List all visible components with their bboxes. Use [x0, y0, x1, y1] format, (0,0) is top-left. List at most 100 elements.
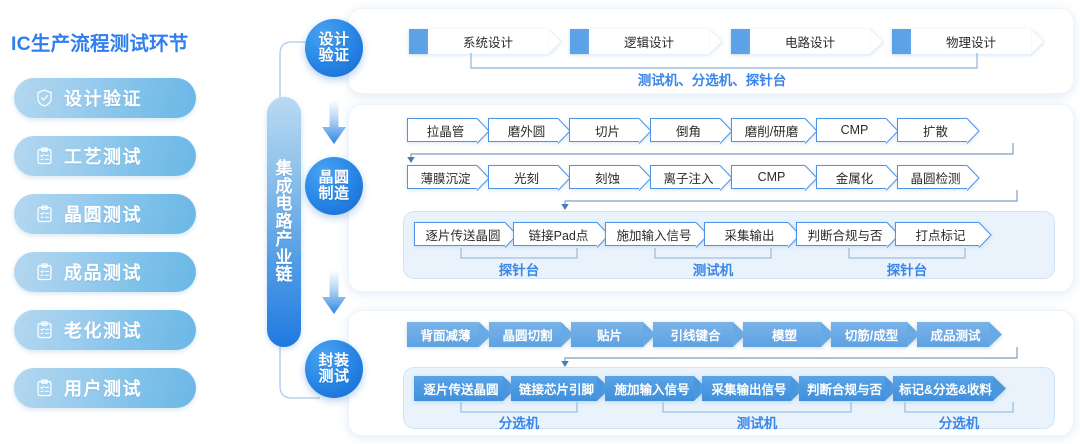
process-step[interactable]: 离子注入: [650, 165, 733, 191]
process-step[interactable]: 切片: [569, 118, 652, 144]
step-label: 引线键合: [670, 329, 721, 343]
sidebar-item-final-test[interactable]: 成品测试: [14, 252, 196, 292]
process-step[interactable]: 光刻: [488, 165, 571, 191]
chain-char: 成: [275, 176, 293, 196]
process-step[interactable]: 逻辑设计: [570, 28, 723, 55]
group-bracket: [460, 402, 578, 413]
process-step[interactable]: 切筋/成型: [831, 322, 920, 347]
final-test-row: 逐片传送晶圆 链接芯片引脚 施加输入信号 采集输出信号 判断合规与否: [414, 376, 1006, 401]
process-step[interactable]: 施加输入信号: [605, 222, 709, 248]
flow-connector: [561, 347, 1018, 367]
process-step[interactable]: 系统设计: [409, 28, 562, 55]
flow-connector: [407, 143, 1014, 163]
process-step[interactable]: 判断合规与否: [799, 376, 898, 401]
stage-circle-wafer-manufacturing[interactable]: 晶圆 制造: [305, 157, 363, 215]
step-label: 金属化: [835, 171, 874, 186]
step-label: 扩散: [922, 124, 948, 139]
step-label: 模塑: [771, 329, 797, 343]
step-marker: [570, 29, 589, 54]
process-step[interactable]: 扩散: [897, 118, 980, 144]
sidebar-item-burnin-test[interactable]: 老化测试: [14, 310, 196, 350]
sidebar-item-label: 工艺测试: [64, 147, 142, 167]
process-step[interactable]: 薄膜沉淀: [407, 165, 490, 191]
process-step[interactable]: 模塑: [743, 322, 834, 347]
process-step[interactable]: 打点标记: [895, 222, 992, 248]
stage-label-line1: 晶圆: [318, 168, 350, 186]
step-label: 系统设计: [462, 36, 513, 50]
process-step[interactable]: 电路设计: [731, 28, 884, 55]
process-step[interactable]: 拉晶管: [407, 118, 490, 144]
clipboard-icon: [37, 147, 52, 165]
process-step[interactable]: 物理设计: [892, 28, 1045, 55]
step-label: 物理设计: [945, 36, 996, 50]
flow-connector: [561, 190, 1018, 210]
sidebar-item-process-test[interactable]: 工艺测试: [14, 136, 196, 176]
step-label: 逐片传送晶圆: [423, 383, 499, 397]
clipboard-icon: [37, 379, 52, 397]
step-label: 磨外圆: [507, 124, 546, 139]
stage-label-line2: 验证: [318, 47, 350, 64]
sidebar-item-label: 老化测试: [64, 321, 142, 341]
step-label: 电路设计: [784, 36, 835, 50]
step-label: CMP: [757, 170, 786, 184]
step-label: 采集输出信号: [711, 383, 787, 397]
step-label: CMP: [840, 123, 869, 137]
step-label: 链接Pad点: [528, 228, 589, 243]
step-label: 施加输入信号: [614, 383, 690, 397]
process-step[interactable]: CMP: [731, 165, 818, 191]
step-label: 判断合规与否: [806, 383, 882, 397]
process-step[interactable]: 判断合规与否: [796, 222, 900, 248]
industry-chain-bar: 集 成 电 路 产 业 链: [267, 97, 301, 347]
stage-label-line2: 制造: [318, 185, 350, 202]
stage-circle-packaging-test[interactable]: 封装 测试: [305, 340, 363, 398]
step-label: 拉晶管: [426, 124, 465, 139]
process-step[interactable]: 引线键合: [653, 322, 746, 347]
process-step[interactable]: 金属化: [816, 165, 899, 191]
sidebar-item-label: 晶圆测试: [64, 205, 142, 225]
step-label: 逻辑设计: [623, 36, 674, 50]
step-label: 判断合规与否: [807, 228, 883, 243]
step-label: 逐片传送晶圆: [425, 228, 501, 243]
step-label: 光刻: [513, 171, 539, 186]
step-label: 晶圆切割: [502, 329, 553, 343]
stage-circle-design-verification[interactable]: 设计 验证: [305, 19, 363, 77]
step-label: 晶圆检测: [910, 171, 961, 186]
packaging-row-1: 背面减薄 晶圆切割 贴片 引线键合 模塑 切筋/成型: [407, 322, 1002, 347]
sidebar-item-user-test[interactable]: 用户测试: [14, 368, 196, 408]
process-step[interactable]: 磨外圆: [488, 118, 571, 144]
page-title: IC生产流程测试环节: [11, 33, 189, 55]
process-step[interactable]: 背面减薄: [407, 322, 492, 347]
step-label: 离子注入: [663, 171, 714, 186]
process-step[interactable]: 晶圆切割: [489, 322, 574, 347]
process-step[interactable]: 逐片传送晶圆: [414, 376, 516, 401]
step-label: 施加输入信号: [616, 228, 692, 243]
chain-char: 业: [275, 247, 293, 267]
panel-wafer-manufacturing: 拉晶管 磨外圆 切片 倒角 磨削/研磨 CMP: [348, 104, 1074, 292]
process-step[interactable]: 刻蚀: [569, 165, 652, 191]
process-step[interactable]: 标记&分选&收料: [893, 376, 1006, 401]
chain-char: 产: [275, 229, 293, 249]
sidebar-item-design-verification[interactable]: 设计验证: [14, 78, 196, 118]
step-label: 刻蚀: [594, 171, 620, 186]
process-step[interactable]: 采集输出信号: [702, 376, 804, 401]
sidebar-item-wafer-test[interactable]: 晶圆测试: [14, 194, 196, 234]
process-step[interactable]: 倒角: [650, 118, 733, 144]
shield-check-icon: [37, 89, 52, 107]
group-caption: 探针台: [498, 263, 540, 278]
chain-char: 路: [275, 212, 293, 232]
clipboard-icon: [37, 263, 52, 281]
process-step[interactable]: CMP: [816, 118, 899, 144]
process-step[interactable]: 成品测试: [917, 322, 1002, 347]
step-label: 采集输出: [724, 228, 775, 243]
process-step[interactable]: 链接Pad点: [513, 222, 610, 248]
process-step[interactable]: 磨削/研磨: [731, 118, 818, 144]
step-label: 切筋/成型: [844, 329, 899, 343]
process-step[interactable]: 晶圆检测: [897, 165, 980, 191]
process-step[interactable]: 逐片传送晶圆: [414, 222, 518, 248]
process-step[interactable]: 贴片: [571, 322, 656, 347]
group-bracket: [460, 248, 578, 259]
process-step[interactable]: 采集输出: [704, 222, 801, 248]
clipboard-icon: [37, 321, 52, 339]
process-step[interactable]: 链接芯片引脚: [511, 376, 610, 401]
process-step[interactable]: 施加输入信号: [605, 376, 707, 401]
